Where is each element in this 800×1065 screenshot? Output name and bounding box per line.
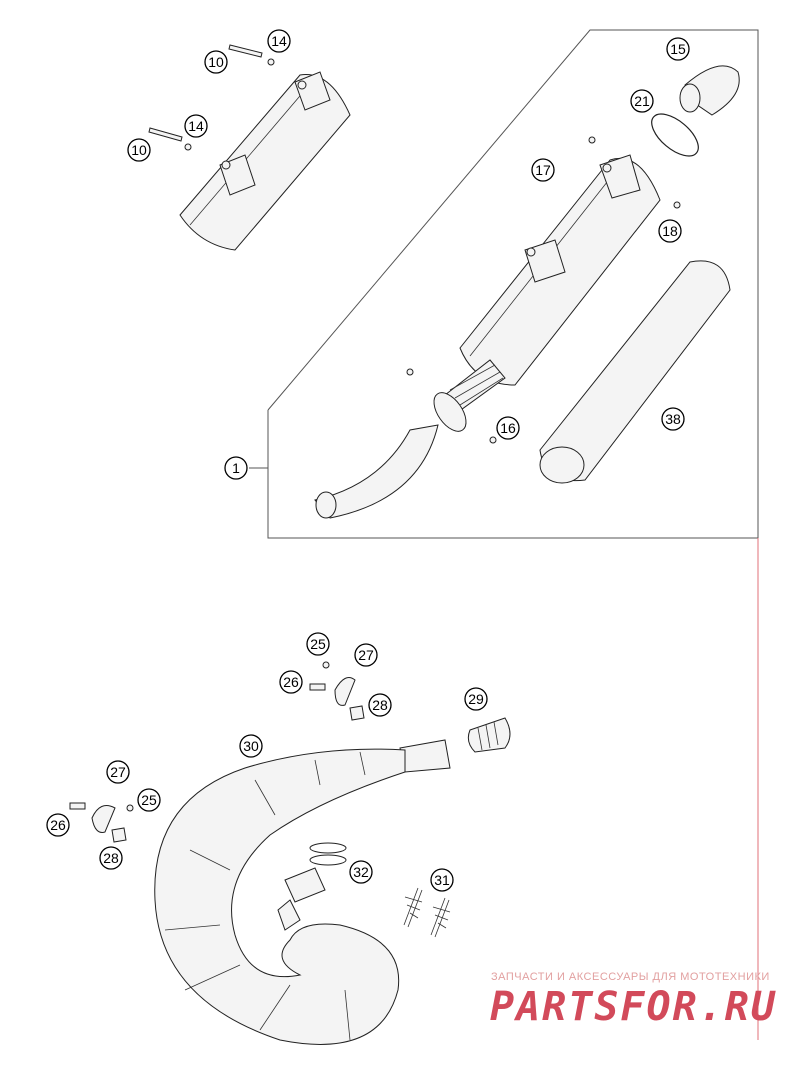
callout-17: 17 — [531, 158, 555, 182]
callout-circle — [46, 813, 70, 837]
callout-number: 28 — [372, 697, 388, 713]
callout-circle — [658, 219, 682, 243]
callout-circle — [354, 643, 378, 667]
callout-circle — [127, 138, 151, 162]
callout-circle — [368, 693, 392, 717]
bracket-parts-lower — [69, 802, 134, 843]
callout-number: 1 — [232, 460, 240, 476]
callout-number: 25 — [141, 792, 157, 808]
end-cap — [679, 65, 740, 116]
small-screw-16 — [489, 436, 497, 444]
callout-number: 27 — [110, 764, 126, 780]
callout-1: 1 — [224, 456, 248, 480]
callout-circle — [137, 788, 161, 812]
callout-number: 18 — [662, 223, 678, 239]
gasket — [309, 854, 347, 866]
callout-28: 28 — [368, 693, 392, 717]
callout-circle — [464, 687, 488, 711]
callout-14: 14 — [184, 114, 208, 138]
callout-32: 32 — [349, 860, 373, 884]
callout-25: 25 — [306, 632, 330, 656]
callout-31: 31 — [430, 868, 454, 892]
silencer-body — [433, 154, 661, 432]
callout-circle — [184, 114, 208, 138]
callout-21: 21 — [630, 89, 654, 113]
callout-15: 15 — [666, 37, 690, 61]
callout-26: 26 — [46, 813, 70, 837]
callout-number: 27 — [358, 647, 374, 663]
callout-10: 10 — [204, 50, 228, 74]
callout-circle — [224, 456, 248, 480]
watermark-tagline: ЗАПЧАСТИ И АКСЕССУАРЫ ДЛЯ МОТОТЕХНИКИ — [491, 971, 770, 983]
springs — [403, 887, 451, 938]
callout-number: 10 — [131, 142, 147, 158]
callout-number: 26 — [283, 674, 299, 690]
gasket — [309, 842, 347, 854]
callout-28: 28 — [99, 846, 123, 870]
callout-number: 14 — [188, 118, 204, 134]
callout-18: 18 — [658, 219, 682, 243]
callout-circle — [661, 407, 685, 431]
callout-38: 38 — [661, 407, 685, 431]
callout-circle — [106, 760, 130, 784]
callout-30: 30 — [239, 734, 263, 758]
callout-number: 30 — [243, 738, 259, 754]
callout-number: 17 — [535, 162, 551, 178]
callout-number: 26 — [50, 817, 66, 833]
callout-27: 27 — [354, 643, 378, 667]
callout-circle — [267, 29, 291, 53]
callout-circle — [306, 632, 330, 656]
callout-25: 25 — [137, 788, 161, 812]
callout-circle — [630, 89, 654, 113]
bracket-parts-upper — [309, 661, 365, 721]
callout-14: 14 — [267, 29, 291, 53]
callout-26: 26 — [279, 670, 303, 694]
callout-circle — [531, 158, 555, 182]
assembly-frame — [267, 29, 759, 539]
rubber-sleeve — [467, 717, 511, 753]
o-ring — [651, 113, 699, 157]
silencer-sleeve — [539, 260, 731, 484]
exhaust-pipe — [154, 739, 451, 1045]
callout-number: 38 — [665, 411, 681, 427]
callout-circle — [204, 50, 228, 74]
callout-circle — [349, 860, 373, 884]
callout-circle — [430, 868, 454, 892]
callout-29: 29 — [464, 687, 488, 711]
small-screw-18 — [673, 201, 681, 209]
callout-labels: 1 10 10 14 14 15 16 17 18 21 25 25 26 26 27 27 28 28 29 30 3… — [46, 29, 690, 892]
callout-circle — [279, 670, 303, 694]
callout-number: 14 — [271, 33, 287, 49]
callout-number: 10 — [208, 54, 224, 70]
callout-circle — [99, 846, 123, 870]
callout-number: 28 — [103, 850, 119, 866]
callout-circle — [496, 416, 520, 440]
watermark-brand: PARTSFOR.RU — [490, 984, 777, 1030]
muffler-detail-top-left — [148, 44, 351, 251]
callout-27: 27 — [106, 760, 130, 784]
callout-16: 16 — [496, 416, 520, 440]
callout-circle — [666, 37, 690, 61]
callout-number: 32 — [353, 864, 369, 880]
callout-10: 10 — [127, 138, 151, 162]
callout-circle — [239, 734, 263, 758]
link-pipe — [314, 424, 439, 519]
callout-number: 21 — [634, 93, 650, 109]
callout-number: 15 — [670, 41, 686, 57]
small-screw-left — [406, 368, 414, 376]
callout-number: 29 — [468, 691, 484, 707]
callout-number: 25 — [310, 636, 326, 652]
callout-number: 31 — [434, 872, 450, 888]
small-screw-top — [588, 136, 596, 144]
callout-number: 16 — [500, 420, 516, 436]
